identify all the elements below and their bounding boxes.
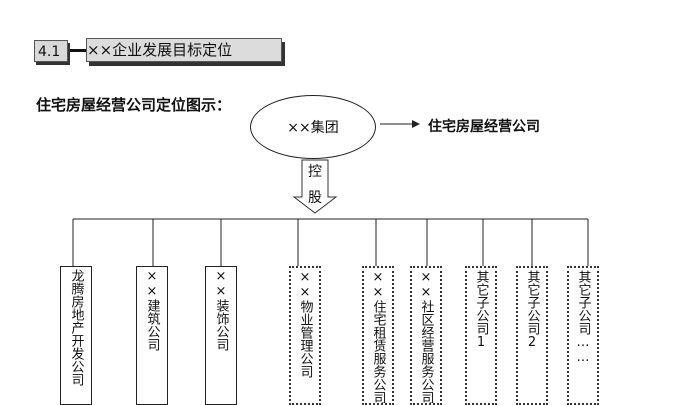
group-node: ××集团	[250, 95, 376, 159]
holding-label: 控 股	[302, 162, 328, 208]
target-company-label: 住宅房屋经营公司	[428, 119, 540, 135]
company-box: 龙腾房地产开发公司	[60, 266, 92, 405]
company-drop-lines	[72, 219, 589, 266]
holding-char-1: 控	[308, 164, 322, 180]
holding-arrow	[292, 159, 338, 214]
section-connector	[70, 49, 86, 52]
company-box: ××装饰公司	[205, 266, 237, 405]
company-label: ××装饰公司	[213, 269, 229, 351]
company-label: 其它子公司2	[524, 270, 540, 350]
company-label: ××建筑公司	[144, 269, 160, 351]
company-label: 其它子公司……	[575, 270, 591, 365]
section-title: ××企业发展目标定位	[86, 38, 282, 62]
group-label: ××集团	[287, 120, 339, 136]
company-label: ××社区经营服务公司	[418, 270, 434, 404]
holding-char-2: 股	[308, 190, 322, 206]
company-label: 龙腾房地产开发公司	[68, 269, 84, 386]
company-box: ××社区经营服务公司	[410, 266, 442, 405]
target-arrowhead	[412, 120, 420, 128]
company-box: ××住宅租赁服务公司	[362, 266, 394, 405]
company-box: ××建筑公司	[136, 266, 168, 405]
company-box: 其它子公司2	[516, 266, 548, 405]
diagram-heading: 住宅房屋经营公司定位图示：	[36, 96, 232, 114]
company-box: 其它子公司……	[567, 266, 599, 405]
company-label: ××物业管理公司	[297, 270, 313, 378]
company-box: ××物业管理公司	[289, 266, 321, 405]
company-label: 其它子公司1	[473, 270, 489, 350]
section-number: 4.1	[34, 40, 68, 62]
company-label: ××住宅租赁服务公司	[370, 270, 386, 404]
company-box: 其它子公司1	[465, 266, 497, 405]
